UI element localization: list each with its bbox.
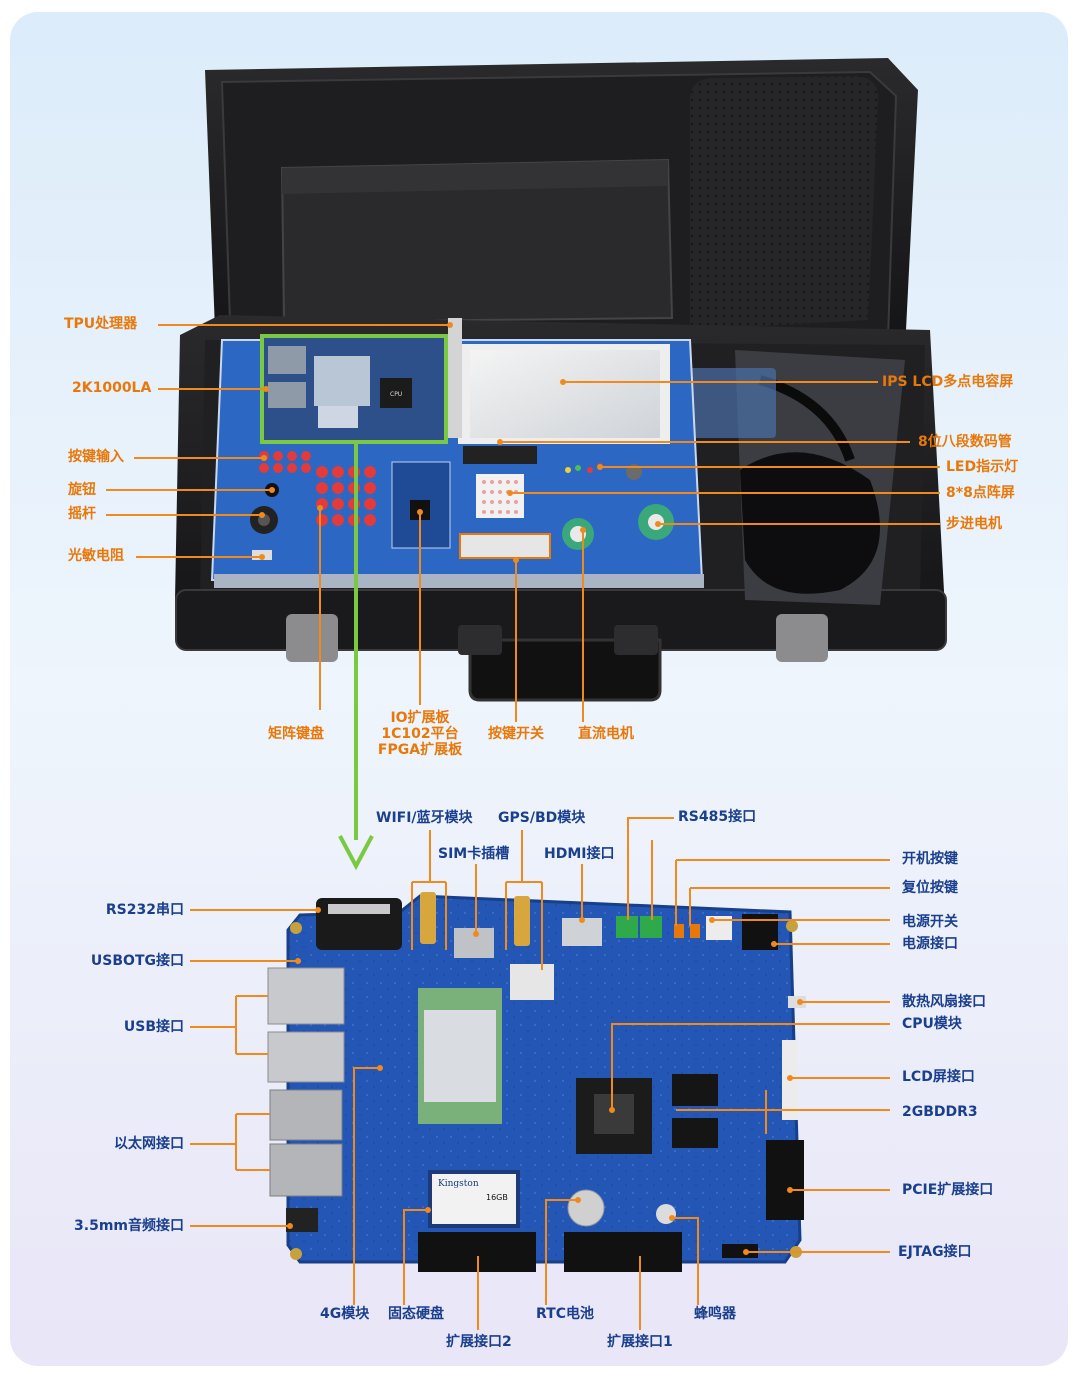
case-callout-dots bbox=[259, 322, 661, 563]
ssd-capacity-text: 16GB bbox=[486, 1193, 508, 1202]
label-cpu-module: CPU模块 bbox=[902, 1016, 962, 1032]
case-callout-lines bbox=[106, 324, 940, 722]
board-callout-lines bbox=[190, 817, 890, 1330]
label-rs232: RS232串口 bbox=[105, 902, 184, 918]
label-expansion1: 扩展接口1 bbox=[607, 1334, 673, 1350]
label-reset-button: 复位按键 bbox=[902, 880, 958, 896]
label-power-jack: 电源接口 bbox=[902, 936, 958, 952]
label-power-button: 开机按键 bbox=[902, 851, 958, 867]
label-io-board-line1: IO扩展板 bbox=[390, 710, 450, 726]
label-photoresistor: 光敏电阻 bbox=[68, 548, 124, 564]
label-ssd: 固态硬盘 bbox=[388, 1306, 444, 1322]
label-fan: 散热风扇接口 bbox=[902, 994, 986, 1010]
label-pcie: PCIE扩展接口 bbox=[902, 1182, 994, 1198]
label-wifi-bt: WIFI/蓝牙模块 bbox=[376, 810, 473, 826]
label-usbotg: USBOTG接口 bbox=[90, 953, 184, 969]
cpu-chip-text: CPU bbox=[390, 391, 402, 398]
label-io-board: IO扩展板 1C102平台 FPGA扩展板 bbox=[372, 710, 468, 758]
label-rs485: RS485接口 bbox=[678, 809, 757, 825]
label-key-input: 按键输入 bbox=[68, 449, 124, 465]
label-tpu: TPU处理器 bbox=[64, 316, 138, 332]
label-key-switch: 按键开关 bbox=[488, 726, 544, 742]
label-io-board-line3: FPGA扩展板 bbox=[377, 742, 463, 758]
label-ethernet: 以太网接口 bbox=[114, 1136, 184, 1152]
label-joystick: 摇杆 bbox=[68, 506, 96, 522]
label-usb: USB接口 bbox=[123, 1019, 184, 1035]
label-ejtag: EJTAG接口 bbox=[898, 1244, 972, 1260]
label-lcd-port: LCD屏接口 bbox=[902, 1069, 975, 1085]
main-pcb bbox=[267, 892, 806, 1272]
label-hdmi: HDMI接口 bbox=[544, 846, 615, 862]
label-4g-module: 4G模块 bbox=[320, 1306, 370, 1322]
label-audio: 3.5mm音频接口 bbox=[74, 1218, 184, 1234]
label-dc-motor: 直流电机 bbox=[578, 726, 634, 742]
label-knob: 旋钮 bbox=[68, 482, 96, 498]
label-2k1000la: 2K1000LA bbox=[72, 380, 152, 396]
label-buzzer: 蜂鸣器 bbox=[694, 1306, 736, 1322]
label-power-switch: 电源开关 bbox=[902, 914, 958, 930]
label-matrix-keypad: 矩阵键盘 bbox=[268, 726, 324, 742]
experiment-board bbox=[210, 318, 704, 588]
label-expansion2: 扩展接口2 bbox=[446, 1334, 512, 1350]
label-rtc: RTC电池 bbox=[536, 1306, 594, 1322]
label-sim: SIM卡插槽 bbox=[438, 846, 510, 862]
label-seg8: 8位八段数码管 bbox=[918, 434, 1012, 450]
ssd-brand-text: Kingston bbox=[438, 1179, 479, 1189]
label-ddr: 2GBDDR3 bbox=[902, 1104, 978, 1120]
board-callout-dots bbox=[287, 907, 803, 1255]
green-arrow bbox=[338, 442, 374, 871]
label-gps-bd: GPS/BD模块 bbox=[498, 810, 586, 826]
label-ips-lcd: IPS LCD多点电容屏 bbox=[882, 374, 1014, 390]
label-led: LED指示灯 bbox=[946, 459, 1019, 475]
label-stepper: 步进电机 bbox=[946, 516, 1002, 532]
label-io-board-line2: 1C102平台 bbox=[381, 726, 459, 742]
label-dot-matrix: 8*8点阵屏 bbox=[946, 485, 1015, 501]
